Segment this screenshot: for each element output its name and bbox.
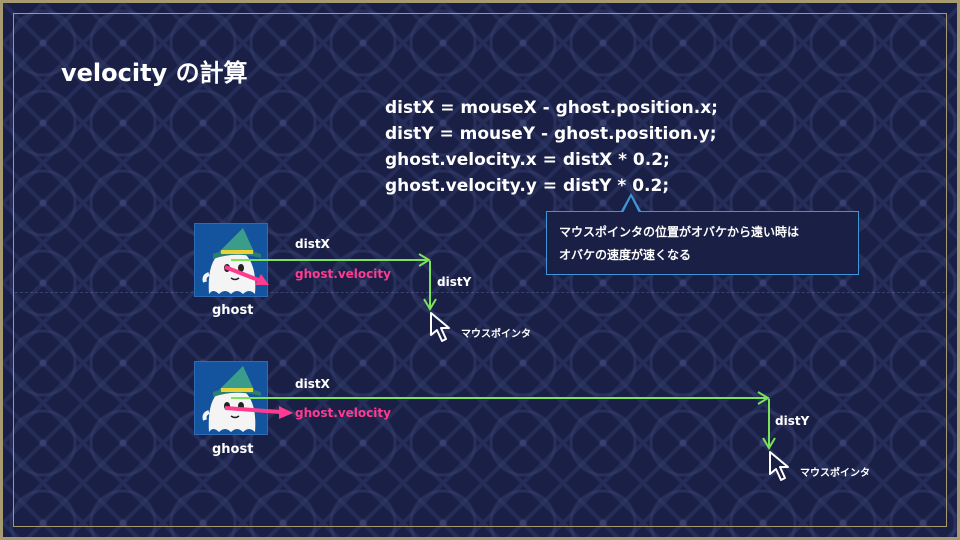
section-divider bbox=[15, 292, 945, 293]
distx-label: distX bbox=[295, 237, 330, 251]
disty-label: distY bbox=[437, 275, 472, 289]
distx-arrow-bottom bbox=[231, 391, 770, 405]
disty-arrow-bottom bbox=[762, 399, 776, 450]
pointer-label: マウスポインタ bbox=[461, 329, 531, 340]
velocity-label: ghost.velocity bbox=[295, 406, 391, 420]
distx-label: distX bbox=[295, 377, 330, 391]
disty-arrow-top bbox=[423, 261, 437, 311]
velocity-arrow-top bbox=[224, 265, 269, 285]
arrows-overlay bbox=[224, 253, 789, 481]
velocity-label: ghost.velocity bbox=[295, 267, 391, 281]
distx-arrow-top bbox=[231, 253, 431, 267]
ghost-label: ghost bbox=[212, 303, 254, 318]
code-line: distY = mouseY - ghost.position.y; bbox=[385, 124, 717, 144]
callout-box: マウスポインタの位置がオバケから遠い時は オバケの速度が速くなる bbox=[546, 211, 859, 275]
callout-line: オバケの速度が速くなる bbox=[559, 248, 692, 262]
mouse-pointer-icon bbox=[430, 312, 450, 342]
code-line: distX = mouseX - ghost.position.x; bbox=[385, 98, 718, 118]
slide-title: velocity の計算 bbox=[61, 59, 248, 87]
code-line: ghost.velocity.x = distX * 0.2; bbox=[385, 150, 670, 170]
callout-line: マウスポインタの位置がオバケから遠い時は bbox=[559, 225, 800, 239]
velocity-arrow-bottom bbox=[224, 406, 293, 419]
disty-label: distY bbox=[775, 414, 810, 428]
code-block: distX = mouseX - ghost.position.x; distY… bbox=[385, 95, 718, 199]
ghost-label: ghost bbox=[212, 442, 254, 457]
callout-tail-inner bbox=[623, 197, 639, 213]
code-line: ghost.velocity.y = distY * 0.2; bbox=[385, 176, 670, 196]
pointer-label: マウスポインタ bbox=[800, 468, 870, 479]
mouse-pointer-icon bbox=[769, 451, 789, 481]
